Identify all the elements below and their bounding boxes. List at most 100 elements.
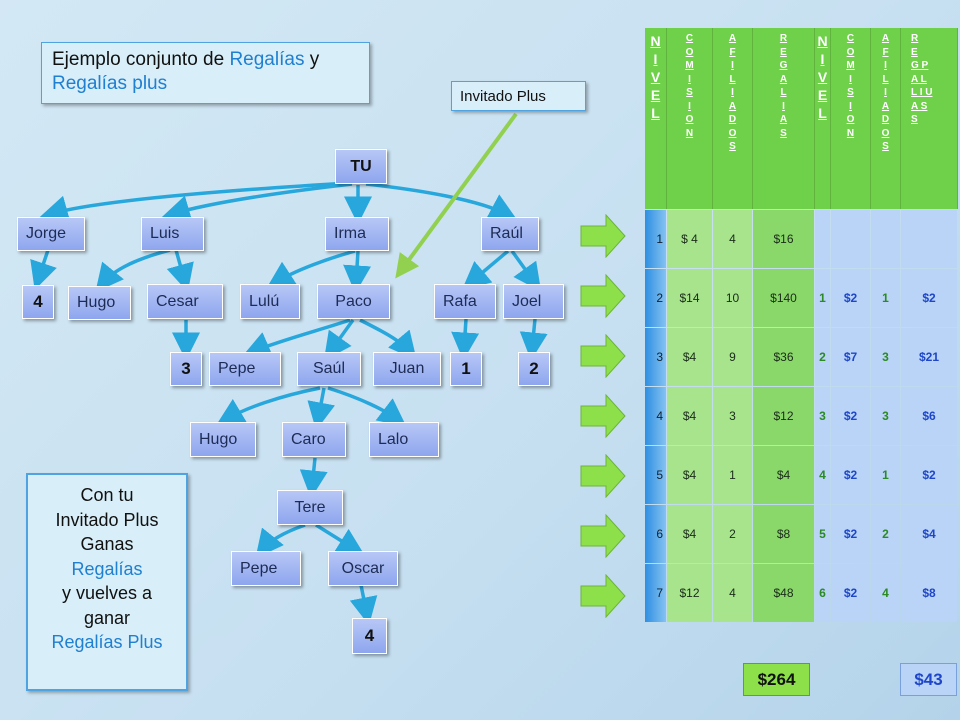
cell-r5-comision2: $2 <box>831 446 870 504</box>
cell-r6-afiliados2: 2 <box>871 505 900 563</box>
cell-r5-comision: $4 <box>667 446 712 504</box>
connector-saul-hugo <box>215 386 321 426</box>
page-title: Ejemplo conjunto de Regalías y Regalías … <box>41 42 370 104</box>
cell-r5-plus: $2 <box>901 446 957 504</box>
connector-tu-jorge <box>39 181 351 223</box>
node-jorge: Jorge <box>17 217 85 251</box>
invitado-plus-note: Con tu Invitado Plus Ganas Regalías y vu… <box>26 473 188 691</box>
row-arrow-4 <box>580 394 626 438</box>
cell-r7-afiliados2: 4 <box>871 564 900 622</box>
cell-r3-afiliados: 9 <box>713 328 752 386</box>
cell-r1-afiliados2 <box>871 210 900 268</box>
node-oscar: Oscar <box>328 551 398 586</box>
connector-tu-raul <box>365 182 518 220</box>
cell-r7-comision: $12 <box>667 564 712 622</box>
cell-r5-afiliados: 1 <box>713 446 752 504</box>
cell-r7-comision2: $2 <box>831 564 870 622</box>
connector-rafa-count <box>451 318 480 361</box>
cell-r4-plus: $6 <box>901 387 957 445</box>
node-paco: Paco <box>317 284 390 319</box>
node-lulu: Lulú <box>240 284 300 319</box>
cell-r6-plus: $4 <box>901 505 957 563</box>
node-tere: Tere <box>277 490 343 525</box>
connector-joel-count <box>519 318 548 361</box>
connector-paco-juan <box>359 318 417 361</box>
node-caro: Caro <box>282 422 346 457</box>
cell-r4-comision2: $2 <box>831 387 870 445</box>
node-oscar-count: 4 <box>352 618 387 654</box>
node-saul: Saúl <box>297 352 361 386</box>
node-lalo: Lalo <box>369 422 439 457</box>
node-rafa-count: 1 <box>450 352 482 386</box>
cell-r3-comision2: $7 <box>831 328 870 386</box>
cell-r4-nivel2: 3 <box>815 387 830 445</box>
total-regalias: $264 <box>743 663 810 696</box>
total-regalias-plus: $43 <box>900 663 957 696</box>
cell-r6-nivel2: 5 <box>815 505 830 563</box>
connector-raul-joel <box>510 249 542 292</box>
cell-r3-regalias: $36 <box>753 328 814 386</box>
cell-r7-nivel2: 6 <box>815 564 830 622</box>
node-joel: Joel <box>503 284 564 319</box>
node-jorge-count: 4 <box>22 285 54 319</box>
cell-r3-afiliados2: 3 <box>871 328 900 386</box>
connector-luis-hugo <box>95 248 171 293</box>
cell-r3-comision: $4 <box>667 328 712 386</box>
cell-r1-regalias: $16 <box>753 210 814 268</box>
connector-oscar-count <box>349 584 378 626</box>
cell-r6-comision: $4 <box>667 505 712 563</box>
cell-r2-plus: $2 <box>901 269 957 327</box>
node-cesar: Cesar <box>147 284 223 319</box>
cell-r7-plus: $8 <box>901 564 957 622</box>
cell-r4-regalias: $12 <box>753 387 814 445</box>
cell-r2-comision: $14 <box>667 269 712 327</box>
cell-r3-nivel: 3 <box>645 328 666 386</box>
cell-r6-regalias: $8 <box>753 505 814 563</box>
row-arrow-7 <box>580 574 626 618</box>
cell-r3-nivel2: 2 <box>815 328 830 386</box>
node-irma: Irma <box>325 217 389 251</box>
row-arrow-6 <box>580 514 626 558</box>
cell-r2-nivel: 2 <box>645 269 666 327</box>
row-arrow-2 <box>580 274 626 318</box>
connector-luis-cesar <box>166 249 194 293</box>
connector-caro-tere <box>299 457 328 499</box>
connector-saul-lalo <box>327 386 407 427</box>
invitado-plus-label: Invitado Plus <box>451 81 586 111</box>
connector-irma-paco <box>343 250 372 294</box>
cell-r7-regalias: $48 <box>753 564 814 622</box>
row-arrow-3 <box>580 334 626 378</box>
cell-r1-nivel: 1 <box>645 210 666 268</box>
cell-r3-plus: $21 <box>901 328 957 386</box>
node-cesar-count: 3 <box>170 352 202 386</box>
connector-raul-rafa <box>461 249 510 290</box>
node-joel-count: 2 <box>518 352 550 386</box>
node-luis: Luis <box>141 217 204 251</box>
cell-r2-afiliados: 10 <box>713 269 752 327</box>
connector-jorge-count <box>30 249 57 290</box>
node-rafa: Rafa <box>434 284 496 319</box>
node-juan: Juan <box>373 352 441 386</box>
cell-r4-afiliados: 3 <box>713 387 752 445</box>
cell-r5-regalias: $4 <box>753 446 814 504</box>
cell-r1-comision: $ 4 <box>667 210 712 268</box>
node-raul: Raúl <box>481 217 539 251</box>
cell-r5-nivel2: 4 <box>815 446 830 504</box>
node-tu: TU <box>335 149 387 184</box>
row-arrow-1 <box>580 214 626 258</box>
connector-paco-pepe <box>242 318 351 358</box>
cell-r1-plus <box>901 210 957 268</box>
cell-r6-nivel: 6 <box>645 505 666 563</box>
node-hugo-2: Hugo <box>190 422 256 457</box>
node-pepe-2: Pepe <box>231 551 301 586</box>
connector-tere-oscar <box>315 523 365 556</box>
connector-saul-caro <box>307 387 335 431</box>
node-pepe-1: Pepe <box>209 352 281 386</box>
